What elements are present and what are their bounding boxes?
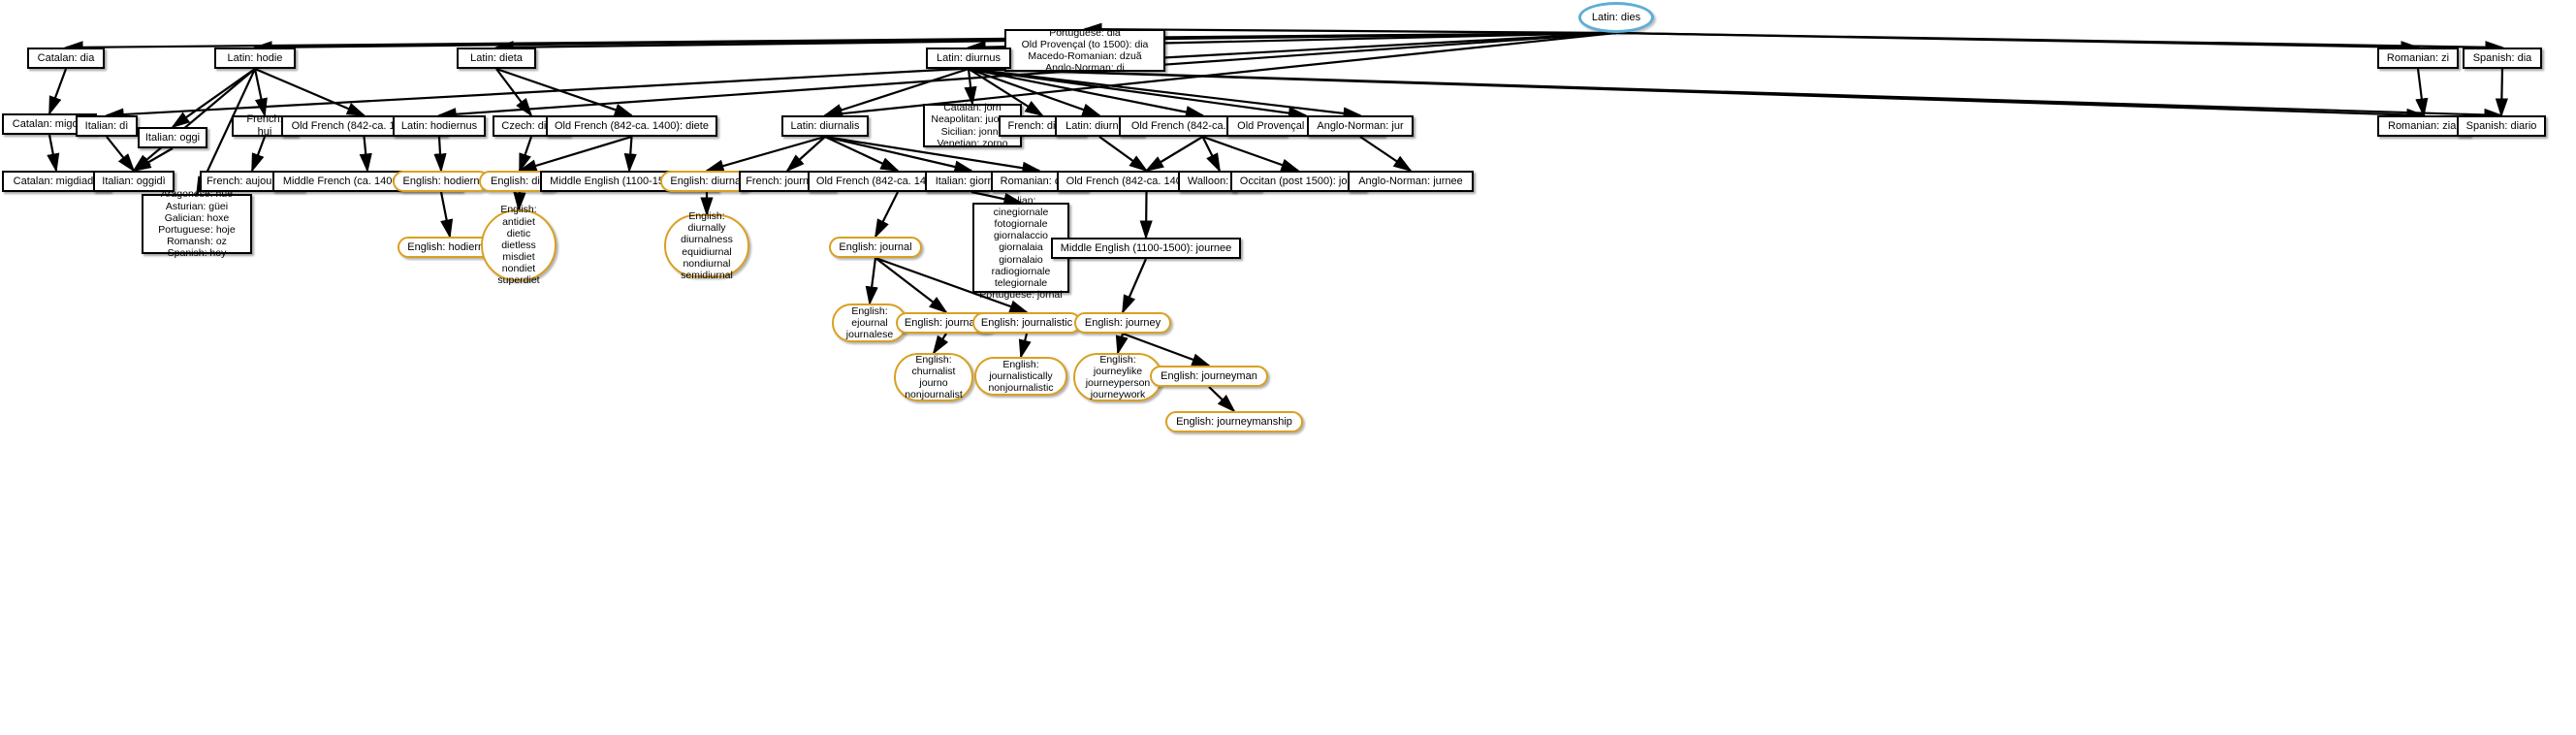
node-n33[interactable]: English: diurnal bbox=[660, 171, 753, 192]
edge-n20-to-n40 bbox=[1202, 135, 1301, 173]
edge-n11-to-n28 bbox=[250, 136, 267, 174]
node-n51[interactable]: English: journey bbox=[1074, 312, 1171, 334]
edge-n0-to-n9 bbox=[104, 31, 1617, 121]
node-n15[interactable]: Old French (842-ca. 1400): diete bbox=[546, 115, 717, 137]
node-n52[interactable]: English: churnalist journo nonjournalist bbox=[894, 353, 973, 401]
edge-n5-to-n24 bbox=[968, 67, 2504, 122]
edge-n46-to-n51 bbox=[1121, 258, 1148, 315]
node-n24[interactable]: Spanish: diario bbox=[2457, 115, 2546, 137]
edge-n50-to-n53 bbox=[1018, 333, 1032, 360]
node-n47[interactable]: English: journal bbox=[829, 237, 922, 258]
edge-n20-to-n38 bbox=[1144, 136, 1204, 173]
node-n6[interactable]: Romanian: zi bbox=[2377, 48, 2459, 69]
edge-n0-to-n1 bbox=[63, 31, 1617, 54]
node-n5[interactable]: Latin: diurnus bbox=[926, 48, 1011, 69]
edge-n5-to-n23 bbox=[968, 67, 2427, 122]
edge-n0-to-n6 bbox=[1615, 31, 2421, 54]
node-n30[interactable]: English: hodiern bbox=[393, 171, 490, 192]
edge-n22-to-n41 bbox=[1359, 136, 1413, 173]
node-n55[interactable]: English: journeyman bbox=[1150, 366, 1268, 387]
node-n0[interactable]: Latin: dies bbox=[1578, 2, 1654, 33]
edge-n20-to-n39 bbox=[1201, 136, 1221, 173]
edge-n6-to-n23 bbox=[2415, 68, 2429, 118]
node-n48[interactable]: English: ejournal journalese bbox=[832, 304, 907, 342]
node-n26[interactable]: Italian: oggidì bbox=[93, 171, 175, 192]
edge-n5-to-n17 bbox=[964, 68, 977, 107]
node-n45[interactable]: Italian: cinegiornale fotogiornale giorn… bbox=[972, 195, 1069, 301]
node-n1[interactable]: Catalan: dia bbox=[27, 48, 105, 69]
edge-n55-to-n56 bbox=[1208, 386, 1236, 413]
edge-n2-to-n11 bbox=[253, 68, 268, 118]
node-n10[interactable]: Italian: oggi bbox=[138, 127, 207, 148]
edge-n47-to-n48 bbox=[865, 257, 878, 306]
edge-n51-to-n54 bbox=[1115, 333, 1129, 356]
edge-n15-to-n32 bbox=[623, 136, 637, 174]
edge-n49-to-n52 bbox=[932, 333, 949, 355]
node-n50[interactable]: English: journalistic bbox=[972, 312, 1081, 334]
edge-n35-to-n47 bbox=[875, 191, 899, 239]
node-n7[interactable]: Spanish: dia bbox=[2463, 48, 2542, 69]
edge-n5-to-n22 bbox=[968, 67, 1363, 120]
edge-n3-to-n15 bbox=[495, 67, 634, 117]
node-n53[interactable]: English: journalistically nonjournalisti… bbox=[974, 357, 1067, 396]
edge-n30-to-n42 bbox=[439, 191, 454, 240]
node-n16[interactable]: Latin: diurnalis bbox=[781, 115, 869, 137]
node-n46[interactable]: Middle English (1100-1500): journee bbox=[1051, 238, 1241, 259]
node-n2[interactable]: Latin: hodie bbox=[214, 48, 296, 69]
node-n56[interactable]: English: journeymanship bbox=[1165, 411, 1303, 432]
node-n27[interactable]: Aragonese: hue Asturian: güei Galician: … bbox=[142, 188, 252, 259]
node-n41[interactable]: Anglo-Norman: jurnee bbox=[1348, 171, 1474, 192]
edge-n38-to-n46 bbox=[1139, 191, 1153, 240]
edge-n12-to-n29 bbox=[359, 136, 372, 174]
node-n43[interactable]: English: antidiet dietic dietless misdie… bbox=[481, 204, 557, 286]
node-n22[interactable]: Anglo-Norman: jur bbox=[1307, 115, 1414, 137]
edge-n14-to-n31 bbox=[518, 136, 533, 174]
node-n44[interactable]: English: diurnally diurnalness equidiurn… bbox=[664, 210, 749, 281]
edge-n3-to-n14 bbox=[495, 68, 533, 117]
node-n13[interactable]: Latin: hodiernus bbox=[393, 115, 486, 137]
edge-n15-to-n31 bbox=[517, 135, 632, 173]
edge-n13-to-n30 bbox=[433, 136, 447, 174]
edge-n1-to-n8 bbox=[48, 68, 68, 116]
edge-n16-to-n33 bbox=[704, 135, 826, 173]
edge-n10-to-n26 bbox=[132, 147, 174, 173]
edge-n8-to-n25 bbox=[47, 134, 60, 174]
node-n9[interactable]: Italian: dì bbox=[76, 115, 138, 137]
edge-n2-to-n12 bbox=[254, 67, 366, 117]
node-n3[interactable]: Latin: dieta bbox=[457, 48, 536, 69]
edge-n0-to-n7 bbox=[1615, 31, 2505, 54]
node-n23[interactable]: Romanian: ziar bbox=[2377, 115, 2470, 137]
edge-n16-to-n35 bbox=[824, 136, 900, 172]
node-n40[interactable]: Occitan (post 1500): jorn bbox=[1230, 171, 1366, 192]
edge-n0-to-n2 bbox=[252, 31, 1617, 54]
node-n25[interactable]: Catalan: migdiada bbox=[2, 171, 111, 192]
edge-n19-to-n38 bbox=[1098, 136, 1149, 173]
node-n4[interactable]: Portuguese: dia Old Provençal (to 1500):… bbox=[1004, 27, 1165, 74]
node-n54[interactable]: English: journeylike journeyperson journ… bbox=[1073, 353, 1162, 401]
edge-n9-to-n26 bbox=[106, 136, 136, 173]
edge-n7-to-n24 bbox=[2495, 68, 2508, 118]
edge-n16-to-n34 bbox=[785, 136, 826, 173]
